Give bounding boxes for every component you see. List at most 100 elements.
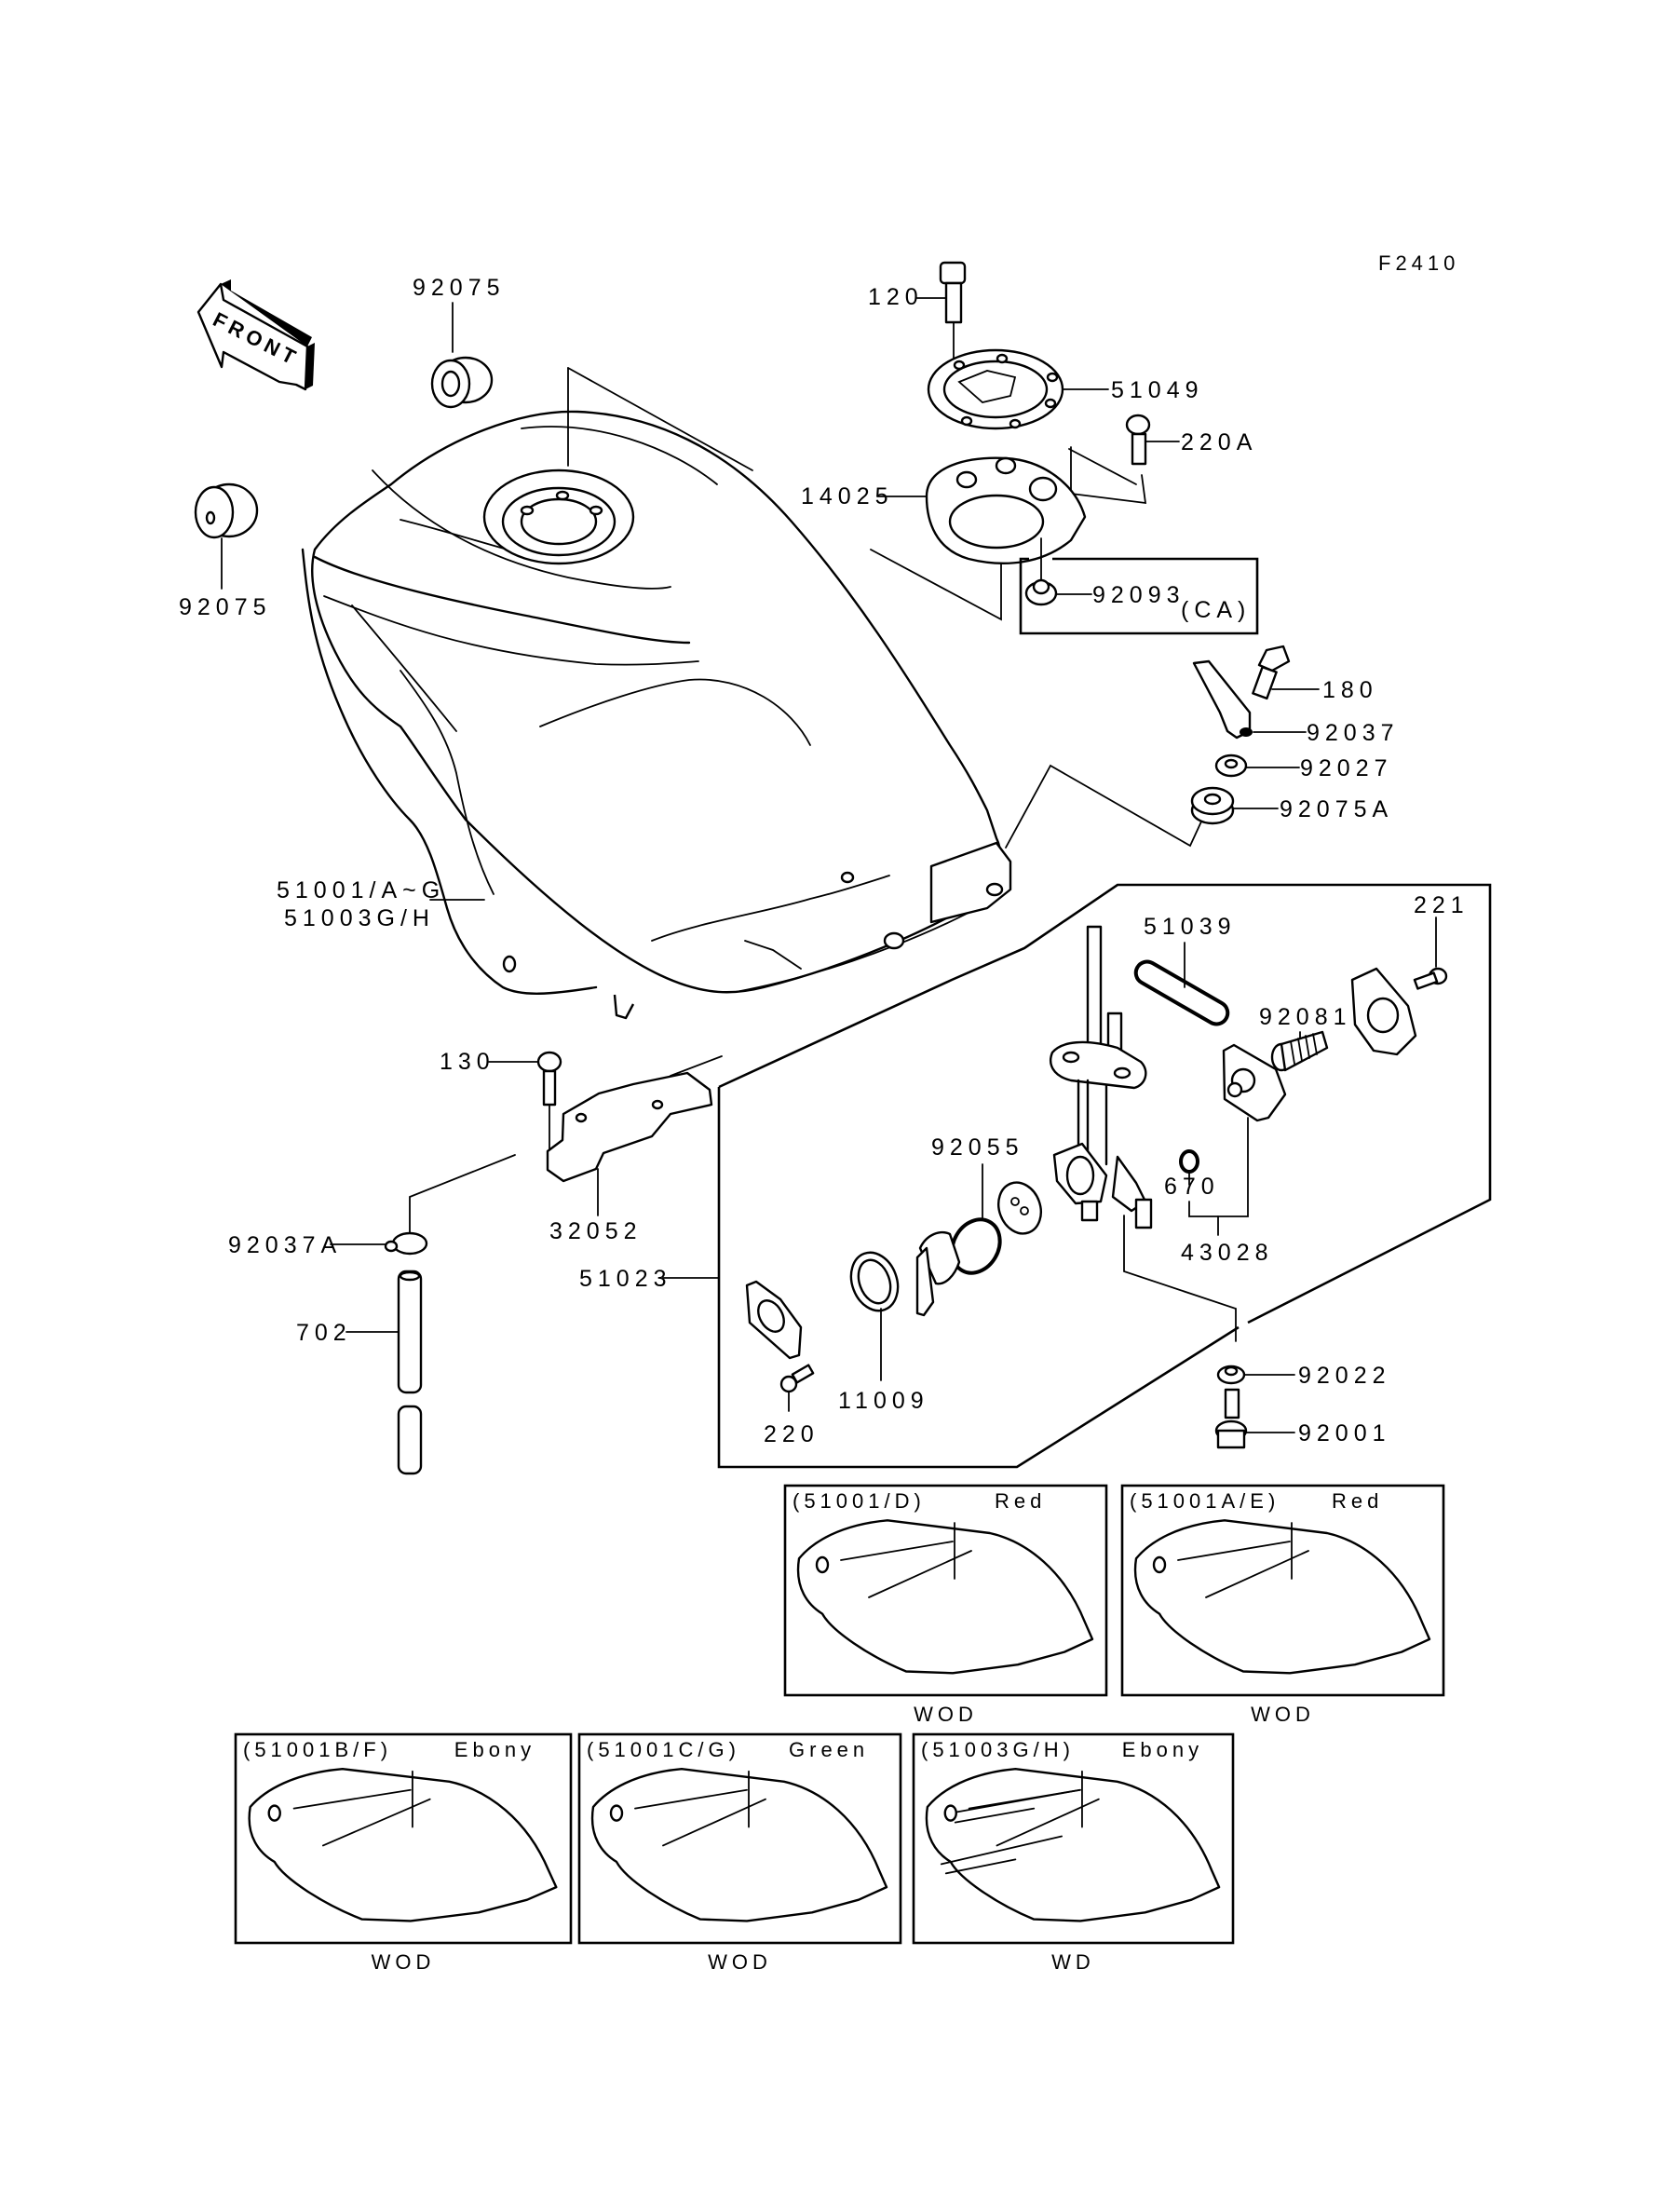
variant-mount-hole xyxy=(943,1804,957,1822)
variant-code: (51003G/H) xyxy=(921,1738,1075,1761)
bolt-92001: 92001 xyxy=(1214,1388,1391,1449)
bracket-32052: 32052 xyxy=(546,1055,723,1244)
label-221: 221 xyxy=(1414,892,1470,918)
variant-decal-stripe xyxy=(940,1835,1063,1866)
label-92075-top: 92075 xyxy=(413,275,506,301)
variant-color: Red xyxy=(995,1489,1046,1513)
variant-stripe xyxy=(322,1798,431,1847)
variant-code: (51001C/G) xyxy=(587,1738,740,1761)
tank-label: 51001/A~G 51003G/H xyxy=(277,877,485,931)
variant-frame xyxy=(912,1732,1235,1945)
label-51001: 51001/A~G xyxy=(277,877,445,903)
variant-footer: WOD xyxy=(708,1950,772,1974)
gasket-11009: 11009 xyxy=(838,1251,929,1414)
label-92037: 92037 xyxy=(1307,720,1400,746)
fuel-cap-51049: 51049 xyxy=(927,348,1204,430)
grommet-92075A: 92075A xyxy=(1005,764,1393,849)
variant-stripe xyxy=(840,1541,954,1561)
hose-702: 702 xyxy=(296,1270,423,1475)
label-92093: 92093 xyxy=(1092,582,1185,608)
label-92075A: 92075A xyxy=(1280,796,1393,822)
fuel-tank xyxy=(301,367,1012,1020)
variant-stripe xyxy=(292,1788,412,1810)
label-92075-left: 92075 xyxy=(179,594,272,620)
label-14025: 14025 xyxy=(801,483,894,509)
label-51003: 51003G/H xyxy=(284,905,435,931)
variant-tank-outline xyxy=(590,1768,888,1922)
grommet-92075-left: 92075 xyxy=(179,482,272,620)
variant-decal-stripe xyxy=(954,1807,1036,1824)
label-92037A: 92037A xyxy=(228,1232,342,1258)
screw-220: 220 xyxy=(764,1364,820,1447)
label-92022: 92022 xyxy=(1298,1363,1391,1389)
variant-decal-stripe xyxy=(944,1858,1017,1875)
label-92001: 92001 xyxy=(1298,1420,1391,1446)
variant-color: Green xyxy=(789,1738,869,1761)
variant-mount-hole xyxy=(815,1555,830,1574)
label-92055: 92055 xyxy=(931,1134,1024,1161)
variant-color: Ebony xyxy=(454,1738,535,1761)
variant-stripe xyxy=(1177,1541,1291,1561)
cap-base-14025: 14025 xyxy=(801,456,1087,621)
label-92081: 92081 xyxy=(1259,1004,1352,1030)
label-51049: 51049 xyxy=(1111,377,1204,403)
bolt-180-strap-92037: 180 92037 xyxy=(1192,645,1400,746)
screw-220A: 220A xyxy=(1068,414,1257,505)
front-arrow-icon: FRONT xyxy=(196,279,315,391)
variant-mount-hole xyxy=(267,1804,281,1822)
variant-frame xyxy=(1120,1484,1445,1697)
variant-mount-hole xyxy=(609,1804,624,1822)
screw-221: 221 xyxy=(1413,892,1470,990)
variant-tank-outline xyxy=(925,1768,1221,1922)
label-702: 702 xyxy=(296,1320,352,1346)
variant-footer: WOD xyxy=(372,1950,436,1974)
mount-plate xyxy=(745,1280,803,1360)
label-670: 670 xyxy=(1164,1174,1220,1200)
collar-92027: 92027 xyxy=(1214,754,1393,781)
variant-color: Ebony xyxy=(1122,1738,1203,1761)
figure-id: F2410 xyxy=(1378,251,1459,275)
washer-92022: 92022 xyxy=(1216,1363,1391,1389)
color-variants: (51001/D)RedWOD(51001A/E)RedWOD(51001B/F… xyxy=(234,1484,1445,1974)
label-ca: (CA) xyxy=(1181,597,1251,623)
variant-tank-outline xyxy=(796,1519,1094,1675)
fuel-cock-box: 51023 xyxy=(579,883,1492,1469)
variant-stripe xyxy=(634,1788,748,1810)
label-120: 120 xyxy=(868,284,924,310)
oring-92055: 92055 xyxy=(931,1134,1042,1275)
variant-tank-outline xyxy=(1133,1519,1431,1675)
label-92027: 92027 xyxy=(1300,755,1393,781)
variant-stripe xyxy=(996,1798,1100,1847)
label-180: 180 xyxy=(1322,677,1378,703)
label-220: 220 xyxy=(764,1421,820,1447)
spring-92081: 92081 xyxy=(1259,1004,1352,1072)
clip-92037A: 92037A xyxy=(228,1154,516,1258)
fuel-cock xyxy=(1050,925,1237,1342)
variant-footer: WOD xyxy=(1251,1703,1315,1726)
lever-knob xyxy=(915,1230,961,1317)
variant-stripe xyxy=(1205,1550,1309,1598)
label-130: 130 xyxy=(440,1049,495,1075)
variant-tank-outline xyxy=(248,1768,558,1922)
ca-box: 92093 (CA) xyxy=(1019,557,1259,635)
label-11009: 11009 xyxy=(838,1388,929,1414)
label-43028: 43028 xyxy=(1181,1240,1274,1266)
variant-mount-hole xyxy=(1152,1555,1167,1574)
label-32052: 32052 xyxy=(549,1218,643,1244)
variant-code: (51001B/F) xyxy=(243,1738,392,1761)
label-51023: 51023 xyxy=(579,1266,672,1292)
variant-frame xyxy=(577,1732,902,1945)
variant-code: (51001A/E) xyxy=(1130,1489,1280,1513)
variant-footer: WD xyxy=(1051,1950,1095,1974)
variant-stripe xyxy=(662,1798,766,1847)
grommet-92075-top: 92075 xyxy=(413,275,506,409)
bolt-120: 120 xyxy=(868,261,967,364)
label-220A: 220A xyxy=(1181,429,1257,455)
cover-plate xyxy=(1350,967,1417,1056)
variant-footer: WOD xyxy=(914,1703,978,1726)
